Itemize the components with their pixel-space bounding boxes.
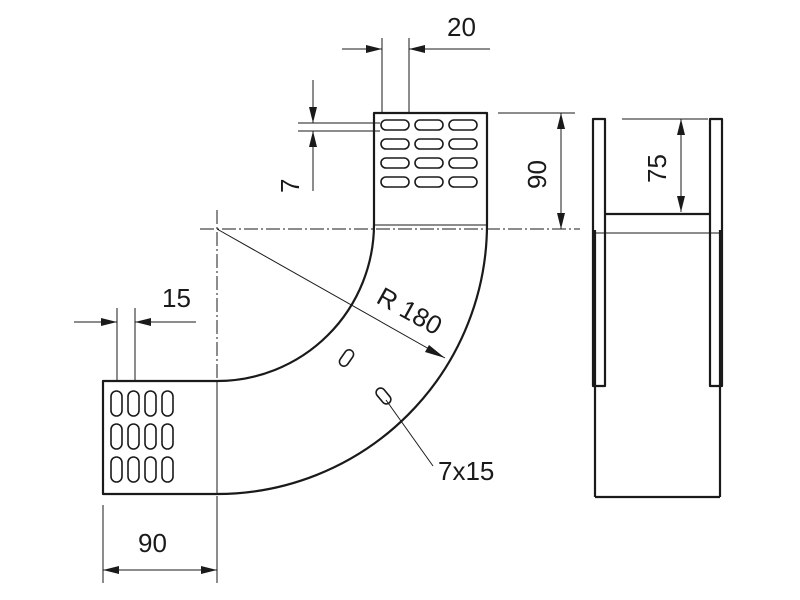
side-view: 75 [591,117,724,499]
slot [448,119,478,131]
dimension-top-width: 90 [498,112,575,229]
dimension-top-slot-width: 7 [275,80,380,193]
slot [110,423,123,450]
arrowhead [409,45,425,53]
slot [448,176,478,188]
slot [380,138,410,150]
slot [161,390,174,417]
slot [144,390,157,417]
bend-outline [101,111,489,496]
dimension-label: 90 [522,160,552,189]
arrowhead [366,45,382,53]
slot [144,456,157,483]
slot [380,176,410,188]
slot [161,456,174,483]
dimension-top-slot-spacing: 20 [342,12,490,113]
arrowhead [425,345,445,358]
arrowhead [309,107,317,123]
slot [127,456,140,483]
slot [110,456,123,483]
arrowhead [677,196,685,212]
arrowhead [101,318,117,326]
slot [448,138,478,150]
bend-slot [375,387,392,405]
dimension-left-slot-spacing: 15 [74,283,196,381]
leader-line [385,399,434,467]
dimension-bend-radius: R 180 [216,228,447,359]
bend-slots [338,349,392,405]
arrowhead [201,566,217,574]
slot [414,138,444,150]
slot [110,390,123,417]
arrowhead [557,213,565,229]
arrowhead [557,113,565,129]
arrowhead [309,131,317,147]
centre-lines [200,210,580,500]
dimension-label: R 180 [372,281,447,341]
dimension-label: 90 [138,528,167,558]
slot [144,423,157,450]
dimension-label: 75 [642,154,672,183]
dimension-slot-size: 7x15 [385,399,494,486]
slot [127,423,140,450]
top-slot-pattern [380,119,478,188]
slot [448,157,478,169]
slot [161,423,174,450]
arrowhead [103,566,119,574]
slot [127,390,140,417]
side-view-left-wall [591,117,607,388]
slot [414,176,444,188]
left-slot-pattern [110,390,174,483]
dimension-label: 20 [447,12,476,42]
dimension-label: 7x15 [438,456,494,486]
radius-leader [216,228,446,359]
slot [414,119,444,131]
slot [380,157,410,169]
side-view-right-wall [708,117,724,388]
bend-outer-contour [101,111,489,496]
dimension-label: 7 [275,179,305,193]
arrowhead [135,318,151,326]
bend-slot [338,349,355,367]
dimension-bottom-width: 90 [102,500,218,583]
dimension-label: 15 [162,283,191,313]
slot [414,157,444,169]
slot [380,119,410,131]
arrowhead [677,119,685,135]
